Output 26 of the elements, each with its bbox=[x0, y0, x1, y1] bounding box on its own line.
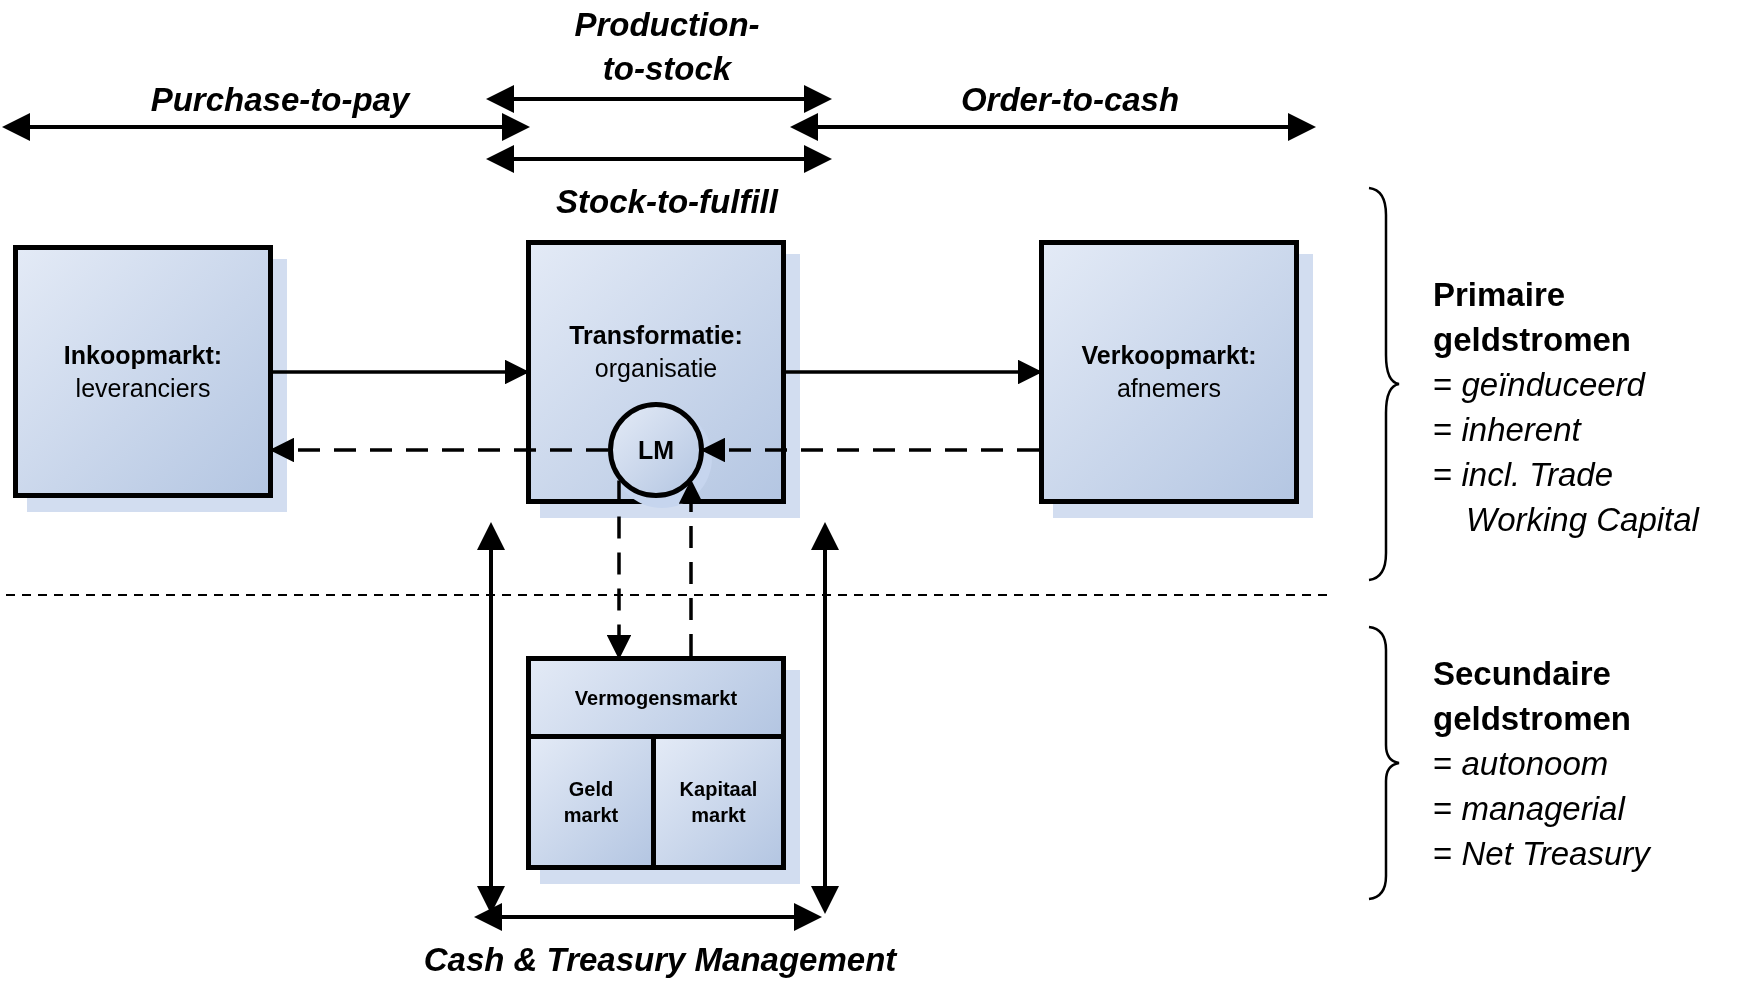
node-subtitle: leveranciers bbox=[75, 372, 211, 404]
market-box bbox=[531, 739, 656, 865]
node-title: Vermogensmarkt bbox=[573, 685, 739, 711]
node-title: Geld markt bbox=[562, 777, 620, 828]
text-label: = managerial bbox=[1433, 789, 1627, 829]
node-title: Kapitaal markt bbox=[678, 777, 759, 828]
dashed-arrow bbox=[700, 437, 1039, 463]
text-label: Purchase-to-pay bbox=[149, 80, 412, 120]
node-title: Transformatie: bbox=[569, 320, 743, 351]
dashed-arrow bbox=[678, 479, 704, 656]
text-label: Order-to-cash bbox=[959, 80, 1181, 120]
text-label: = incl. Trade Working Capital bbox=[1433, 455, 1701, 540]
text-label: = Net Treasury bbox=[1433, 834, 1652, 874]
node-title: Verkoopmarkt: bbox=[1081, 340, 1257, 371]
node-title: Inkoopmarkt: bbox=[63, 339, 223, 371]
text-label: = inherent bbox=[1433, 410, 1583, 450]
text-label: Production-to-stock bbox=[573, 5, 761, 89]
market-box bbox=[656, 739, 781, 865]
node-subtitle: organisatie bbox=[594, 353, 718, 384]
text-label: = geïnduceerd bbox=[1433, 365, 1647, 405]
text-label: = autonoom bbox=[1433, 744, 1610, 784]
node-title: LM bbox=[637, 434, 675, 466]
node-subtitle: afnemers bbox=[1116, 373, 1222, 404]
market-box bbox=[531, 661, 781, 739]
text-label: Stock-to-fulfill bbox=[555, 182, 780, 222]
text-label: Cash & Treasury Management bbox=[422, 940, 899, 980]
